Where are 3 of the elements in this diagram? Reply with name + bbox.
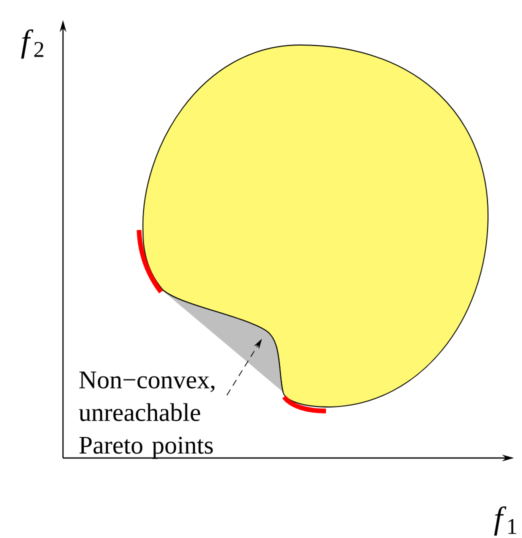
axis-label: f$_{2}$ <box>21 29 44 59</box>
annotation-text: Non−convex, unreachable Pareto points <box>78 372 214 459</box>
axis-label: f$_{1}$ <box>494 506 516 536</box>
